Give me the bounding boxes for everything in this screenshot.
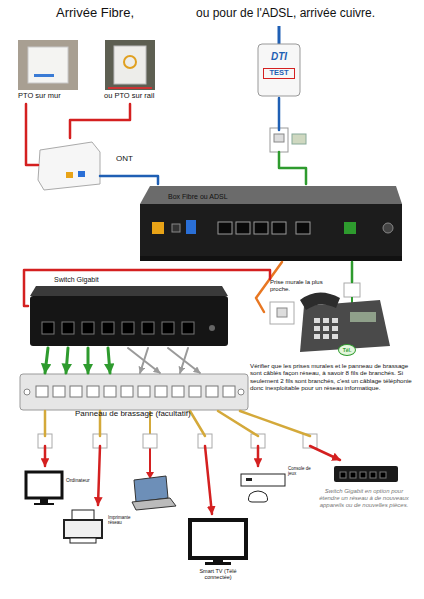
- internet-box: Box Fibre ou ADSL: [140, 184, 402, 262]
- cable-segment: [44, 446, 47, 466]
- cable-connector: [45, 348, 200, 373]
- game-console: Console de jeux: [236, 466, 314, 508]
- cable-segment: [87, 348, 90, 373]
- pto-rail: ou PTO sur rail: [100, 38, 172, 104]
- patch-panel-illustration: [20, 374, 248, 410]
- dti-illustration: [258, 26, 306, 152]
- cable-connector: [98, 411, 100, 505]
- optional-switch: Switch Gigabit en option pour étendre un…: [318, 460, 410, 530]
- cable-connector: [24, 270, 270, 306]
- patch-panel: Panneau de brassage (facultatif): [20, 373, 248, 411]
- switch-illustration: [30, 286, 228, 346]
- cable-connector: [45, 411, 46, 466]
- note-text: Vérifier que les prises murales et le pa…: [250, 362, 420, 392]
- cable-connector: [279, 98, 306, 184]
- node-label: Prise murale la plus proche.: [270, 279, 334, 293]
- wall-sockets-row: [38, 434, 317, 448]
- cable-segment: [66, 348, 68, 373]
- cable-segment: [351, 262, 354, 282]
- cable-connector: [70, 104, 130, 138]
- cable-segment: [70, 104, 130, 138]
- node-label: Console de jeux: [288, 466, 312, 476]
- cable-segment: [100, 176, 158, 184]
- laptop-illustration: [132, 476, 176, 510]
- cable-connector: [26, 104, 38, 165]
- computer-illustration: [26, 472, 62, 505]
- pto-wall-illustration: [18, 40, 78, 90]
- console-illustration: [241, 474, 285, 502]
- node-label: Tél.: [338, 344, 356, 356]
- cable-connector: [218, 411, 258, 466]
- phone-illustration: [300, 283, 390, 352]
- wall-socket: Prise murale la plus proche.: [264, 279, 334, 327]
- cable-segment: [98, 446, 100, 505]
- node-label: Switch Gigabit en option pour étendre un…: [318, 488, 410, 509]
- cable-connector: [190, 411, 212, 514]
- wall-socket-illustration: [270, 302, 294, 324]
- heading-text: ou pour de l'ADSL, arrivée cuivre.: [196, 7, 375, 21]
- cable-segment: [190, 411, 205, 436]
- cable-segment: [257, 446, 260, 466]
- telephone: Tél.: [298, 282, 388, 360]
- box-illustration: [140, 186, 402, 261]
- cable-segment: [279, 152, 306, 184]
- cable-connector: [100, 176, 158, 184]
- cable-segment: [26, 104, 38, 165]
- optional-switch-illustration: [334, 466, 398, 482]
- printer-illustration: [64, 510, 102, 543]
- cable-connector: [240, 411, 340, 460]
- node-label: Switch Gigabit: [54, 276, 164, 284]
- cable-segment: [180, 348, 188, 373]
- cable-connector: [352, 262, 353, 282]
- cable-segment: [310, 446, 340, 460]
- dti-box: DTI TEST: [256, 42, 302, 98]
- tv-illustration: [190, 520, 246, 565]
- node-label: ONT: [116, 154, 146, 163]
- cable-segment: [128, 348, 160, 373]
- node-label: Imprimante réseau: [108, 515, 138, 525]
- cable-segment: [168, 348, 200, 373]
- node-label: TEST: [263, 68, 295, 79]
- cable-segment: [24, 270, 270, 306]
- cable-segment: [45, 348, 48, 373]
- gigabit-switch: Switch Gigabit: [28, 276, 228, 348]
- cable-segment: [44, 411, 47, 436]
- cable-segment: [205, 446, 212, 514]
- node-label: ou PTO sur rail: [104, 92, 176, 101]
- cable-segment: [108, 348, 110, 373]
- smart-tv: Smart TV (Télé connectée): [186, 514, 250, 594]
- cable-segment: [140, 348, 148, 373]
- computer: Ordinateur: [22, 466, 110, 504]
- pto-wall: PTO sur mur: [16, 38, 82, 104]
- node-label: Ordinateur: [66, 478, 106, 484]
- cable-segment: [240, 411, 310, 436]
- network-printer: Imprimante réseau: [58, 505, 158, 547]
- node-label: Panneau de brassage (facultatif): [75, 409, 245, 418]
- ont-illustration: [38, 142, 100, 190]
- node-label: DTI: [260, 51, 298, 63]
- ont-device: ONT: [38, 138, 100, 188]
- cable-segment: [278, 98, 281, 130]
- node-label: PTO sur mur: [18, 92, 88, 101]
- node-label: Box Fibre ou ADSL: [168, 193, 288, 201]
- node-label: Smart TV (Télé connectée): [192, 568, 244, 581]
- heading-text: Arrivée Fibre,: [56, 6, 134, 21]
- pto-rail-illustration: [105, 40, 155, 90]
